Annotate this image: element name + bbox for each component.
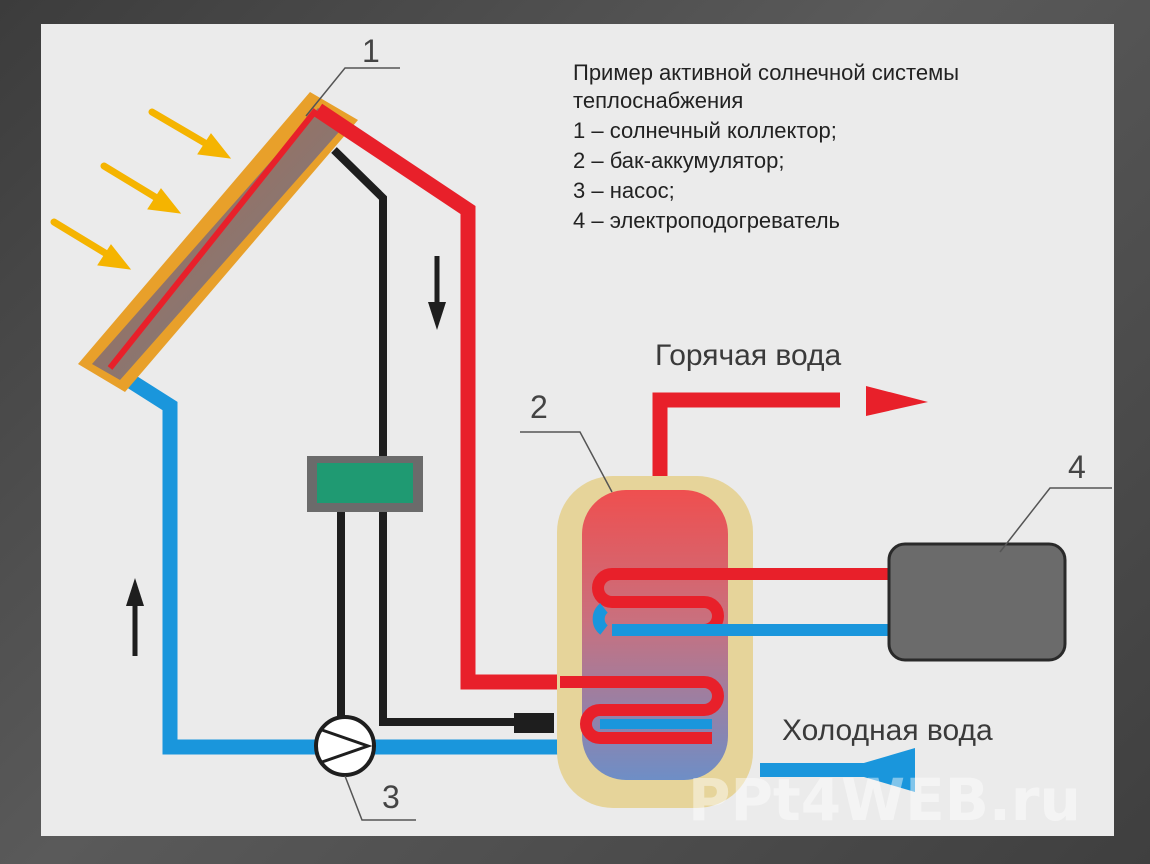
caption: Пример активной солнечной системы теплос… — [573, 60, 959, 233]
flow-down-arrow-icon — [428, 256, 446, 330]
label-number-3: 3 — [382, 779, 400, 815]
caption-item-1: 1 – солнечный коллектор; — [573, 118, 837, 143]
caption-item-2: 2 – бак-аккумулятор; — [573, 148, 785, 173]
sun-ray-3 — [50, 218, 132, 270]
controller — [307, 456, 423, 512]
hot-water-arrow-icon — [866, 386, 928, 416]
sun-ray-2 — [100, 162, 182, 214]
solar-coil — [560, 676, 724, 744]
caption-item-3: 3 – насос; — [573, 178, 675, 203]
hot-water-outlet — [652, 386, 928, 476]
temperature-sensor — [514, 713, 554, 733]
label-number-2: 2 — [530, 389, 548, 425]
leader-lines — [305, 67, 1112, 821]
caption-item-4: 4 – электроподогреватель — [573, 208, 840, 233]
sun-ray-1 — [148, 108, 232, 159]
hot-water-label: Горячая вода — [655, 339, 842, 372]
pump — [314, 715, 376, 777]
label-number-1: 1 — [362, 33, 380, 69]
cold-water-inlet — [760, 748, 915, 792]
cold-water-arrow-icon — [840, 748, 915, 792]
electric-heater — [887, 542, 1067, 662]
watermark: PPt4WEB.ru — [688, 766, 1081, 834]
solar-collector — [78, 92, 358, 392]
caption-line-1: Пример активной солнечной системы — [573, 60, 959, 85]
label-number-4: 4 — [1068, 449, 1086, 485]
cold-return-pipe — [105, 361, 710, 755]
caption-line-2: теплоснабжения — [573, 88, 743, 113]
cold-water-label: Холодная вода — [782, 714, 993, 747]
storage-tank — [557, 476, 890, 808]
sun-rays — [50, 108, 232, 270]
flow-up-arrow-icon — [126, 578, 144, 656]
